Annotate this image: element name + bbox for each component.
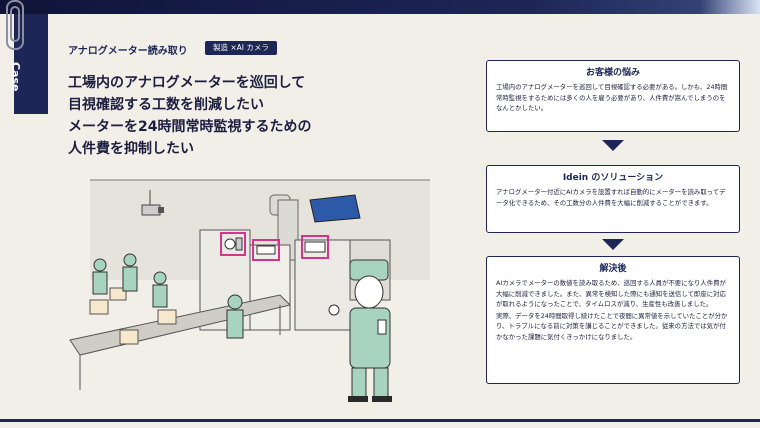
meter-highlight-2 xyxy=(252,239,280,261)
box xyxy=(119,329,139,345)
paperclip-icon xyxy=(6,0,24,50)
down-arrow-icon xyxy=(602,140,624,151)
bottom-rule xyxy=(0,419,760,422)
case-label: Case xyxy=(9,62,22,92)
result-text-2: 実際、データを24時間取得し続けたことで夜間に異常値を示していたことが分かり、ト… xyxy=(496,311,728,341)
box xyxy=(109,287,127,301)
result-title: 解決後 xyxy=(599,264,627,274)
problem-text: 工場内のアナログメーターを巡回して目視確認する必要がある。しかも、24時間常時監… xyxy=(496,83,728,113)
problem-panel: お客様の悩み 工場内のアナログメーターを巡回して目視確認する必要がある。しかも、… xyxy=(486,60,740,132)
machine-center xyxy=(249,239,291,331)
result-panel: 解決後 AIカメラでメーターの数値を読み取るため、巡回する人員が不要になり人件費… xyxy=(486,256,740,384)
ai-camera-icon xyxy=(141,190,164,216)
solution-panel: Idein のソリューション アナログメーター付近にAIカメラを設置すれば自動的… xyxy=(486,165,740,233)
main-worker-figure xyxy=(328,259,392,402)
factory-illustration xyxy=(69,179,430,402)
category-tag: 製造 ×AI カメラ xyxy=(205,41,277,55)
worker-figures xyxy=(92,253,244,339)
headline-line: 目視確認する工数を削減したい xyxy=(68,97,264,113)
meter-highlight-1 xyxy=(220,232,246,256)
problem-title: お客様の悩み xyxy=(585,68,640,78)
headline: 工場内のアナログメーターを巡回して 目視確認する工数を削減したい メーターを24… xyxy=(68,72,358,160)
box xyxy=(89,299,109,315)
ceiling-monitor-icon xyxy=(309,194,361,223)
headline-line: 工場内のアナログメーターを巡回して xyxy=(68,75,306,91)
headline-line: メーターを24時間常時監視するための xyxy=(68,119,312,135)
box xyxy=(157,309,177,325)
headline-line: 人件費を抑制したい xyxy=(68,141,194,157)
solution-title: Idein のソリューション xyxy=(562,173,664,183)
solution-text: アナログメーター付近にAIカメラを設置すれば自動的にメーターを読み取ってデータ化… xyxy=(496,188,726,207)
down-arrow-icon xyxy=(602,239,624,250)
meter-highlight-3 xyxy=(301,235,329,259)
top-bar xyxy=(0,0,760,14)
subtitle: アナログメーター読み取り xyxy=(68,46,188,57)
result-text-1: AIカメラでメーターの数値を読み取るため、巡回する人員が不要になり人件費が大幅に… xyxy=(496,279,726,309)
paperclip-inner-icon xyxy=(10,6,20,42)
